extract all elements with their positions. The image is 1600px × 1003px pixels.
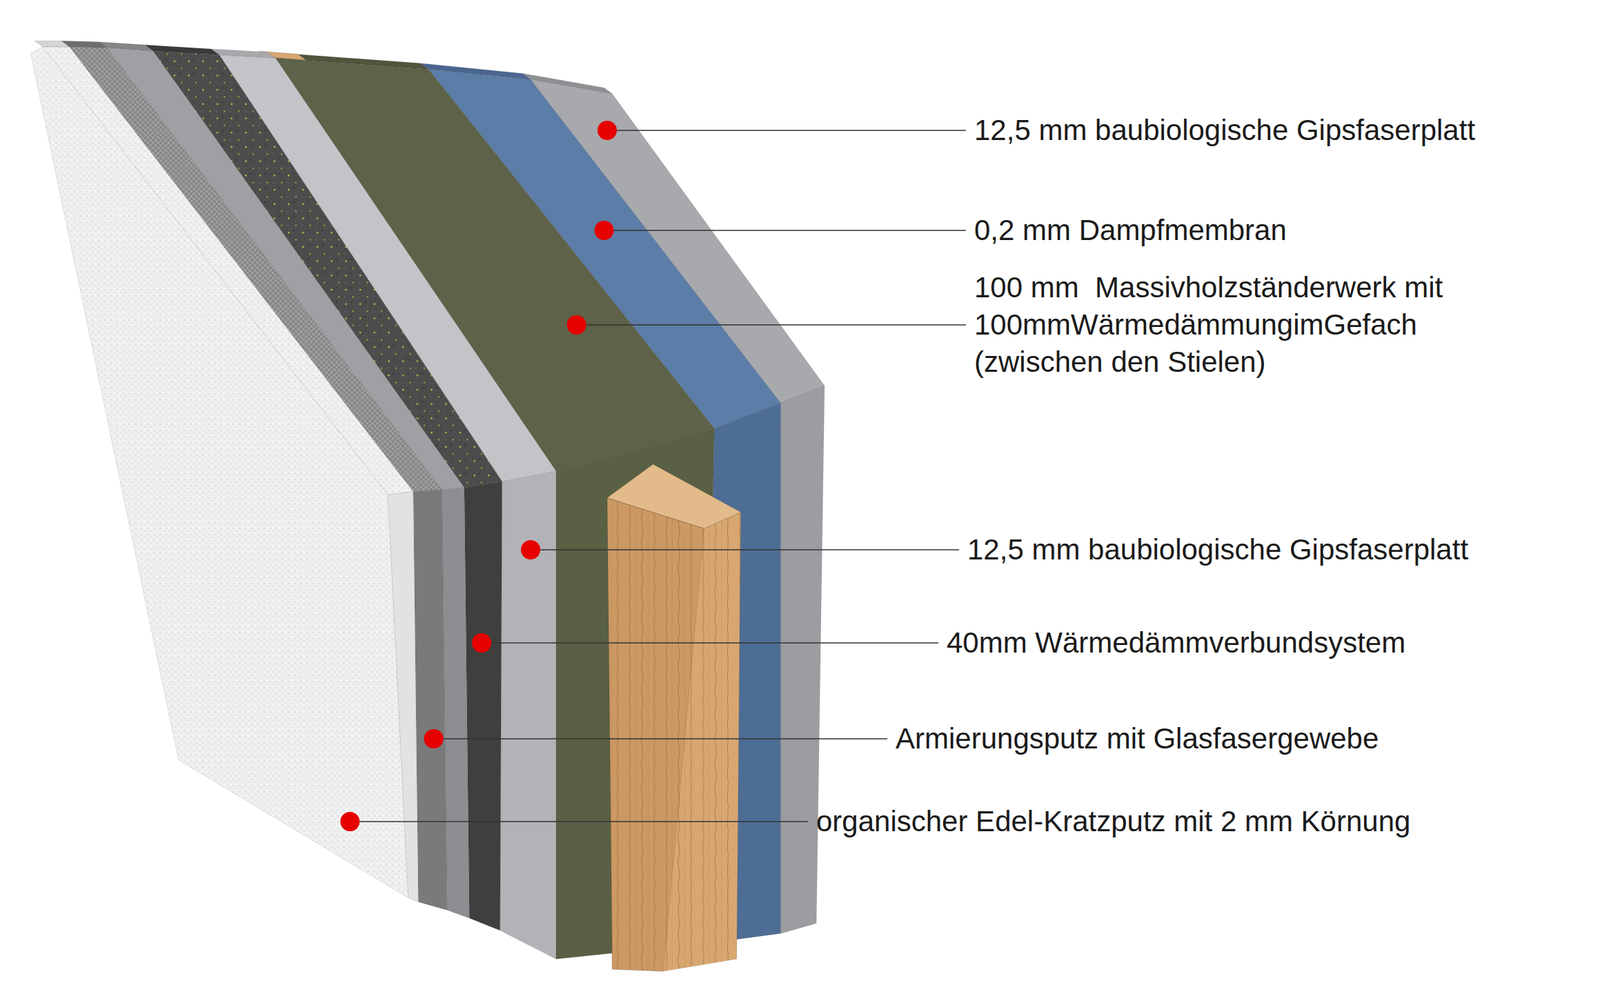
leader-line	[607, 129, 966, 131]
marker-dot	[597, 120, 617, 141]
marker-dot	[424, 729, 444, 749]
plaster-face	[30, 46, 408, 898]
layer-label: Armierungsputz mit Glasfasergewebe	[895, 720, 1379, 758]
layer-label: 0,2 mm Dampfmembran	[974, 211, 1287, 250]
layer-label: 100 mm Massivholzständerwerk mit 100mmWä…	[974, 269, 1485, 381]
layer-label: 12,5 mm baubiologische Gipsfaserplatt	[967, 531, 1469, 569]
wood-stud-side	[607, 498, 705, 972]
layer-edge	[780, 385, 825, 934]
wood-stud	[607, 498, 742, 972]
leader-line	[576, 324, 966, 325]
layer-edge	[500, 471, 557, 960]
leader-line	[349, 821, 808, 822]
marker-dot	[471, 633, 492, 653]
leader-line	[530, 549, 960, 550]
leader-line	[604, 229, 966, 231]
layer-label: 12,5 mm baubiologische Gipsfaserplatt	[974, 111, 1476, 150]
marker-dot	[340, 812, 360, 832]
layer-label: 40mm Wärmedämmverbundsystem	[946, 624, 1406, 662]
wall-layers	[30, 40, 825, 972]
layer-top	[34, 40, 69, 47]
leader-line	[481, 642, 939, 644]
leader-line	[433, 738, 888, 739]
layer-edge	[464, 481, 503, 931]
marker-dot	[567, 315, 587, 335]
layer-label: organischer Edel-Kratzputz mit 2 mm Körn…	[816, 803, 1411, 841]
leader-lines	[340, 120, 966, 832]
layer-edge	[413, 489, 448, 911]
marker-dot	[594, 220, 615, 241]
marker-dot	[520, 540, 541, 560]
